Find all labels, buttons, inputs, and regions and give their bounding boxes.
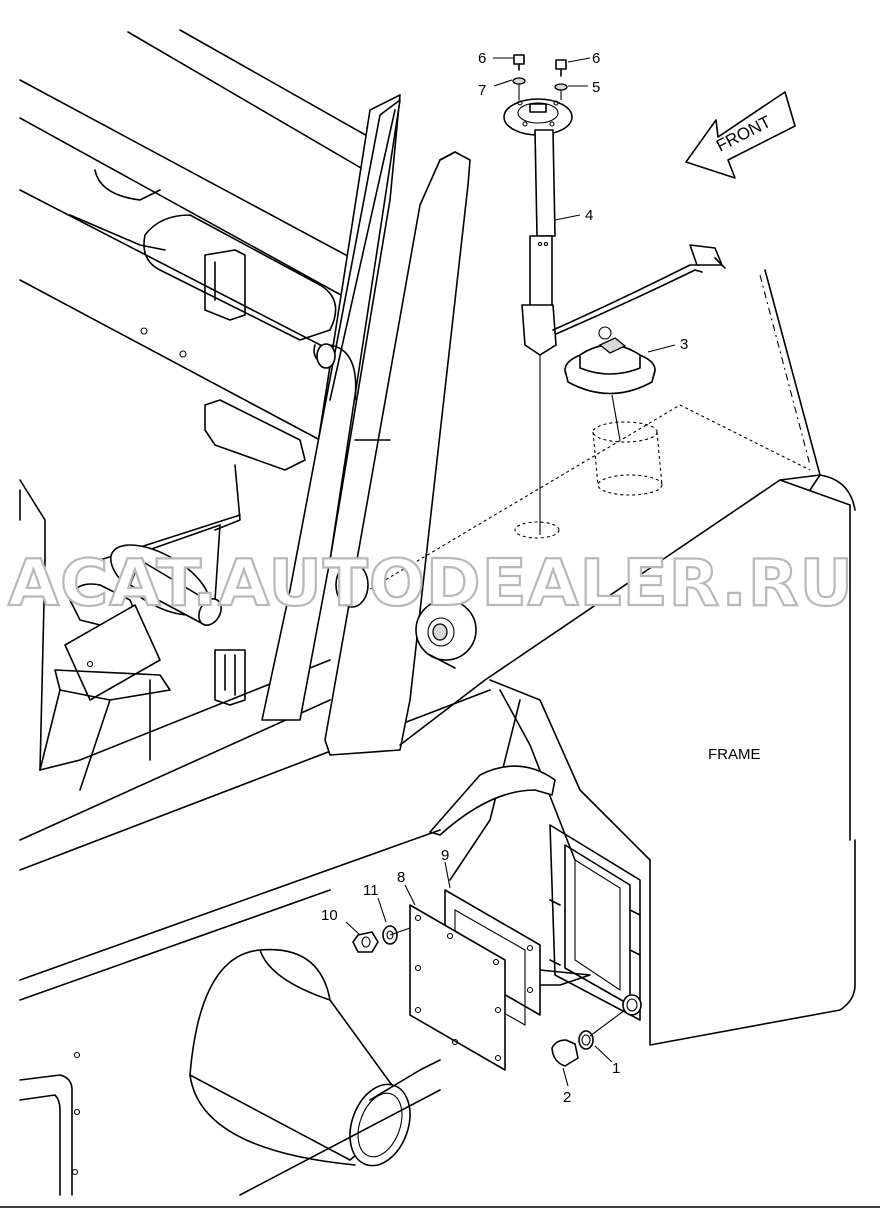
callout-10: 10 [321,907,338,924]
fuel-tank-body: FRAME [359,269,856,1046]
fuel-level-sender [503,98,726,535]
callout-5: 5 [592,79,600,96]
filler-cap [514,326,663,539]
callout-3: 3 [680,336,688,353]
leader-lines [345,57,676,1087]
upright-frame-plates [261,94,471,756]
callout-11: 11 [363,882,379,899]
watermark-text: ACAT.AUTODEALER.RU [8,547,854,621]
callout-6: 6 [478,50,486,67]
callout-6: 6 [592,50,600,67]
frame-label: FRAME [708,746,761,763]
callout-8: 8 [397,869,405,886]
bearing-hub [335,559,477,669]
callout-1: 1 [612,1060,620,1077]
callout-9: 9 [441,847,449,864]
inspection-opening [539,824,641,1021]
left-frame-structure [19,29,491,871]
callout-7: 7 [478,82,486,99]
callout-2: 2 [563,1089,571,1106]
sender-fasteners [512,54,568,100]
front-direction-arrow: FRONT [685,91,796,179]
watermark: ACAT.AUTODEALER.RU [7,546,854,622]
axle-mount-funnel [19,829,441,1196]
drain-plug [551,994,642,1067]
callout-4: 4 [585,207,593,224]
cover-fasteners [352,925,411,953]
callout-numbers: 6 6 7 5 4 3 9 8 11 10 1 2 [321,50,688,1106]
inspection-cover [409,889,541,1071]
side-guard [429,765,556,836]
